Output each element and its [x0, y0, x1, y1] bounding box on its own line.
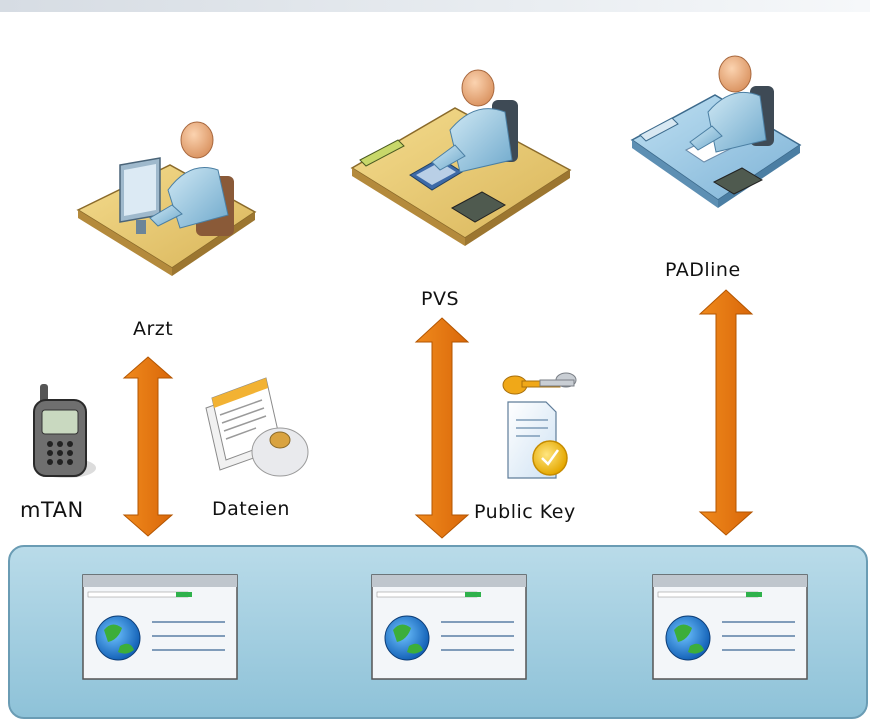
- doctor-at-computer-icon: [76, 121, 257, 276]
- label-arzt: Arzt: [133, 318, 174, 340]
- arrow-padline: [698, 289, 754, 536]
- label-dateien: Dateien: [212, 498, 290, 520]
- files-with-cd-icon: [205, 377, 309, 477]
- label-public-key: Public Key: [474, 501, 576, 523]
- mobile-phone-icon: [33, 384, 96, 478]
- web-browser-window-icon-1: [82, 574, 238, 680]
- staff-at-desk-icon: [350, 69, 572, 246]
- label-padline: PADline: [665, 259, 741, 281]
- key-and-certificate-icon: [502, 372, 577, 479]
- web-browser-window-icon-3: [652, 574, 808, 680]
- diagram-canvas: [33, 55, 808, 680]
- top-gradient-bar: [0, 0, 870, 12]
- clerk-at-desk-icon: [630, 55, 802, 208]
- arrow-arzt: [122, 356, 174, 537]
- label-pvs: PVS: [421, 288, 460, 310]
- web-browser-window-icon-2: [371, 574, 527, 680]
- label-mtan: mTAN: [20, 498, 84, 522]
- arrow-pvs: [414, 317, 470, 539]
